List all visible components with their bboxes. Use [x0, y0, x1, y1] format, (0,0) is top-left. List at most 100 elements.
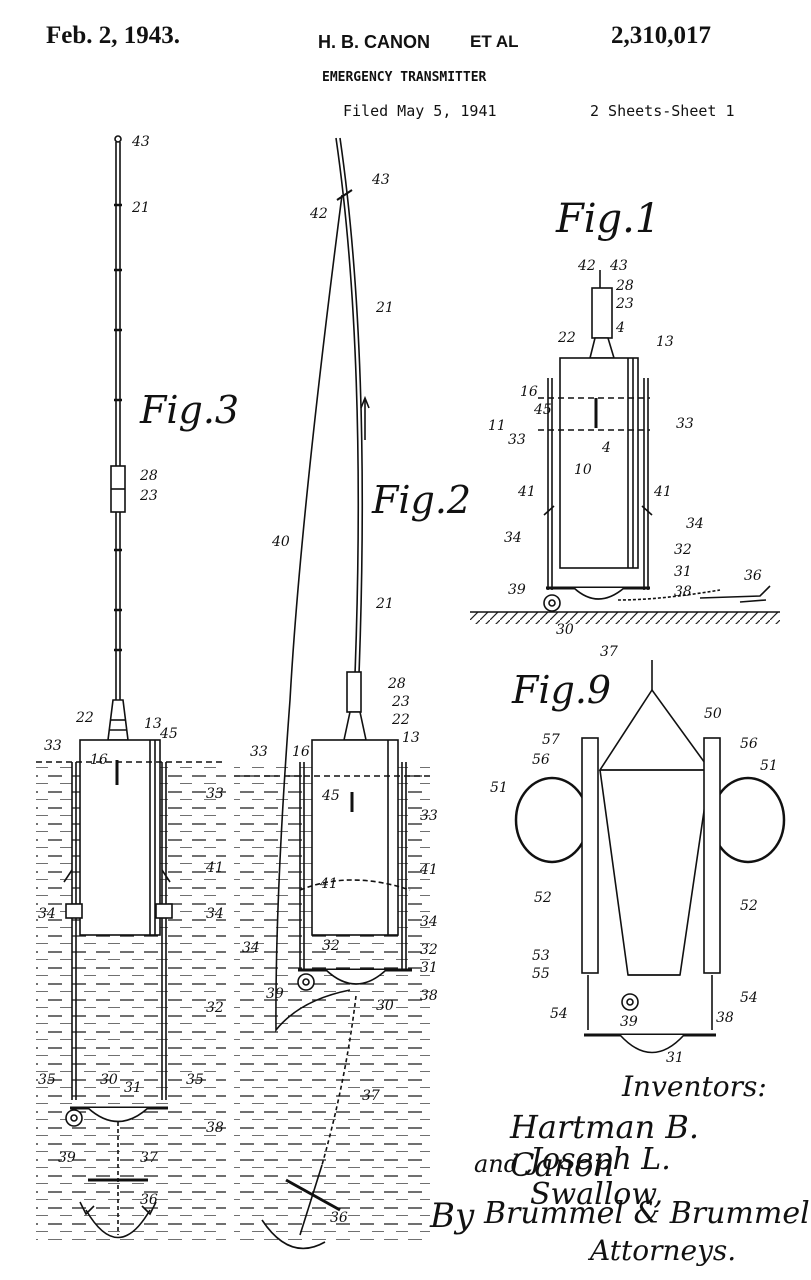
ref-numeral: 43 [372, 172, 390, 188]
ref-numeral: 16 [292, 744, 310, 760]
attorneys-label: Attorneys. [590, 1234, 737, 1267]
ref-numeral: 31 [420, 960, 438, 976]
ref-numeral: 23 [140, 488, 158, 504]
ref-numeral: 50 [704, 706, 722, 722]
ref-numeral: 41 [320, 876, 338, 892]
ref-numeral: 51 [490, 780, 508, 796]
ref-numeral: 51 [760, 758, 778, 774]
ref-numeral: 23 [392, 694, 410, 710]
ref-numeral: 37 [600, 644, 618, 660]
ref-numeral: 56 [740, 736, 758, 752]
ref-numeral: 31 [666, 1050, 684, 1066]
ref-numeral: 33 [206, 786, 224, 802]
ref-numeral: 23 [616, 296, 634, 312]
fig3-drawing [36, 135, 226, 1240]
ref-numeral: 41 [420, 862, 438, 878]
ref-numeral: 41 [518, 484, 536, 500]
ref-numeral: 32 [420, 942, 438, 958]
ref-numeral: 16 [520, 384, 538, 400]
ref-numeral: 38 [674, 584, 692, 600]
ref-numeral: 43 [132, 134, 150, 150]
ref-numeral: 53 [532, 948, 550, 964]
ref-numeral: 41 [654, 484, 672, 500]
ref-numeral: 34 [38, 906, 56, 922]
ref-numeral: 37 [140, 1150, 158, 1166]
ref-numeral: 30 [376, 998, 394, 1014]
ref-numeral: 40 [272, 534, 290, 550]
ref-numeral: 34 [242, 940, 260, 956]
ref-numeral: 16 [90, 752, 108, 768]
inventor-names: H. B. CANON [318, 32, 430, 52]
ref-numeral: 4 [602, 440, 611, 456]
ref-numeral: 36 [330, 1210, 348, 1226]
ref-numeral: 34 [686, 516, 704, 532]
ref-numeral: 30 [556, 622, 574, 638]
ref-numeral: 13 [402, 730, 420, 746]
ref-numeral: 38 [420, 988, 438, 1004]
inventor-signature-1: Hartman B. Canon [510, 1108, 700, 1184]
ref-numeral: 33 [676, 416, 694, 432]
ref-numeral: 32 [206, 1000, 224, 1016]
ref-numeral: 34 [504, 530, 522, 546]
sheet-count: 2 Sheets-Sheet 1 [590, 102, 735, 120]
ref-numeral: 35 [186, 1072, 204, 1088]
ref-numeral: 22 [76, 710, 94, 726]
ref-numeral: 56 [532, 752, 550, 768]
ref-numeral: 11 [488, 418, 506, 434]
fig2-drawing [234, 137, 430, 1250]
ref-numeral: 37 [362, 1088, 380, 1104]
ref-numeral: 45 [160, 726, 178, 742]
fig1-drawing [470, 270, 780, 624]
ref-numeral: 32 [674, 542, 692, 558]
ref-numeral: 42 [578, 258, 596, 274]
ref-numeral: 57 [542, 732, 560, 748]
and-text: and [474, 1150, 520, 1178]
ref-numeral: 22 [392, 712, 410, 728]
ref-numeral: 32 [322, 938, 340, 954]
fig2-title: Fig.2 [372, 478, 472, 522]
fig1-title: Fig.1 [556, 196, 661, 242]
ref-numeral: 28 [616, 278, 634, 294]
ref-numeral: 21 [376, 300, 394, 316]
inventor-signature-2: Joseph L. Swallow, [530, 1142, 671, 1212]
ref-numeral: 28 [388, 676, 406, 692]
ref-numeral: 39 [620, 1014, 638, 1030]
ref-numeral: 42 [310, 206, 328, 222]
ref-numeral: 13 [144, 716, 162, 732]
patent-date: Feb. 2, 1943. [46, 22, 181, 49]
patent-title: EMERGENCY TRANSMITTER [322, 70, 487, 85]
ref-numeral: 54 [550, 1006, 568, 1022]
ref-numeral: 45 [534, 402, 552, 418]
filed-date: Filed May 5, 1941 [343, 102, 497, 120]
ref-numeral: 21 [132, 200, 150, 216]
et-al: ET AL [470, 32, 519, 51]
ref-numeral: 30 [100, 1072, 118, 1088]
ref-numeral: 52 [740, 898, 758, 914]
ref-numeral: 54 [740, 990, 758, 1006]
ref-numeral: 4 [616, 320, 625, 336]
fig9-drawing [514, 660, 786, 1054]
ref-numeral: 21 [376, 596, 394, 612]
ref-numeral: 43 [610, 258, 628, 274]
ref-numeral: 33 [44, 738, 62, 754]
ref-numeral: 39 [266, 986, 284, 1002]
ref-numeral: 28 [140, 468, 158, 484]
attorney-signature: Brummel & Brummel [484, 1196, 810, 1231]
ref-numeral: 38 [716, 1010, 734, 1026]
ref-numeral: 39 [508, 582, 526, 598]
patent-number: 2,310,017 [611, 22, 711, 49]
ref-numeral: 36 [744, 568, 762, 584]
ref-numeral: 33 [508, 432, 526, 448]
fig9-title: Fig.9 [512, 668, 612, 712]
ref-numeral: 41 [206, 860, 224, 876]
ref-numeral: 10 [574, 462, 592, 478]
ref-numeral: 36 [140, 1192, 158, 1208]
ref-numeral: 39 [58, 1150, 76, 1166]
ref-numeral: 31 [674, 564, 692, 580]
ref-numeral: 34 [420, 914, 438, 930]
ref-numeral: 34 [206, 906, 224, 922]
ref-numeral: 22 [558, 330, 576, 346]
ref-numeral: 35 [38, 1072, 56, 1088]
